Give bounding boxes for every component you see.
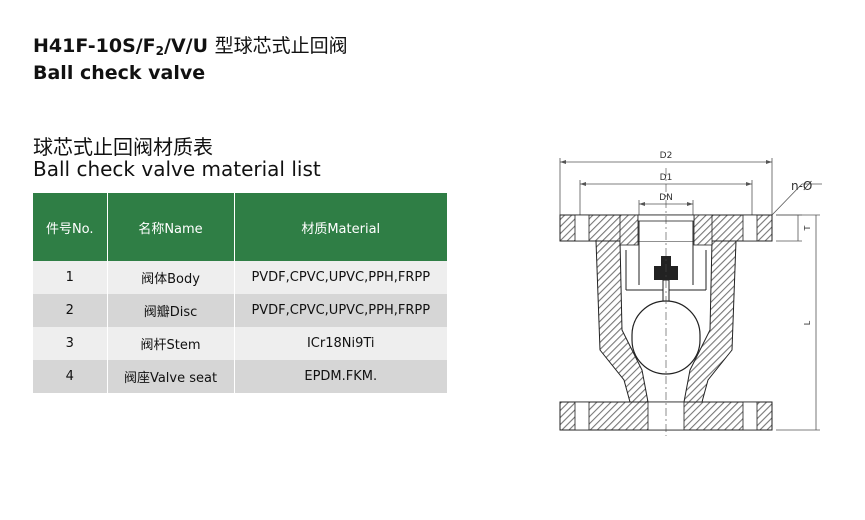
cell-no: 1 bbox=[33, 261, 108, 294]
t-label: T bbox=[803, 225, 812, 231]
cell-material: EPDM.FKM. bbox=[234, 360, 447, 393]
cell-no: 2 bbox=[33, 294, 108, 327]
cell-name: 阀杆Stem bbox=[107, 327, 235, 360]
model-title: H41F-10S/F2/V/U 型球芯式止回阀 bbox=[33, 34, 348, 63]
model-subscript: 2 bbox=[155, 44, 165, 58]
material-list-title-en: Ball check valve material list bbox=[33, 157, 321, 181]
table-row: 2 阀瓣Disc PVDF,CPVC,UPVC,PPH,FRPP bbox=[33, 294, 447, 327]
model-prefix: H41F-10S/F bbox=[33, 35, 156, 57]
ball-disc bbox=[631, 300, 701, 375]
model-cn-name: 型球芯式止回阀 bbox=[214, 35, 348, 57]
dimension-arrows bbox=[560, 160, 772, 206]
stem-top bbox=[661, 256, 671, 268]
cell-name: 阀体Body bbox=[107, 261, 235, 294]
table-row: 3 阀杆Stem ICr18Ni9Ti bbox=[33, 327, 447, 360]
stem-nut bbox=[654, 266, 678, 280]
table-header-row: 件号No. 名称Name 材质Material bbox=[33, 193, 447, 261]
cell-no: 3 bbox=[33, 327, 108, 360]
table-row: 4 阀座Valve seat EPDM.FKM. bbox=[33, 360, 447, 393]
cell-material: ICr18Ni9Ti bbox=[234, 327, 447, 360]
dn-label: DN bbox=[659, 193, 673, 203]
cell-no: 4 bbox=[33, 360, 108, 393]
cell-material: PVDF,CPVC,UPVC,PPH,FRPP bbox=[234, 261, 447, 294]
dimension-lines bbox=[559, 158, 822, 431]
model-suffix: /V/U bbox=[164, 35, 215, 57]
model-en-name: Ball check valve bbox=[33, 62, 206, 84]
cell-name: 阀瓣Disc bbox=[107, 294, 235, 327]
material-table: 件号No. 名称Name 材质Material 1 阀体Body PVDF,CP… bbox=[33, 193, 447, 393]
d2-label: D2 bbox=[660, 151, 673, 161]
header-name: 名称Name bbox=[107, 193, 235, 261]
cell-material: PVDF,CPVC,UPVC,PPH,FRPP bbox=[234, 294, 447, 327]
valve-section-drawing: D2 D1 DN n-Ø T L bbox=[559, 151, 822, 436]
l-label: L bbox=[803, 320, 812, 325]
header-material: 材质Material bbox=[234, 193, 447, 261]
header-no: 件号No. bbox=[33, 193, 108, 261]
right-seat-insert bbox=[693, 214, 713, 246]
material-list-title-cn: 球芯式止回阀材质表 bbox=[33, 135, 213, 159]
table-row: 1 阀体Body PVDF,CPVC,UPVC,PPH,FRPP bbox=[33, 261, 447, 294]
d1-label: D1 bbox=[660, 173, 673, 183]
cell-name: 阀座Valve seat bbox=[107, 360, 235, 393]
n-phi-label: n-Ø bbox=[791, 179, 812, 193]
left-seat-insert bbox=[619, 214, 639, 246]
